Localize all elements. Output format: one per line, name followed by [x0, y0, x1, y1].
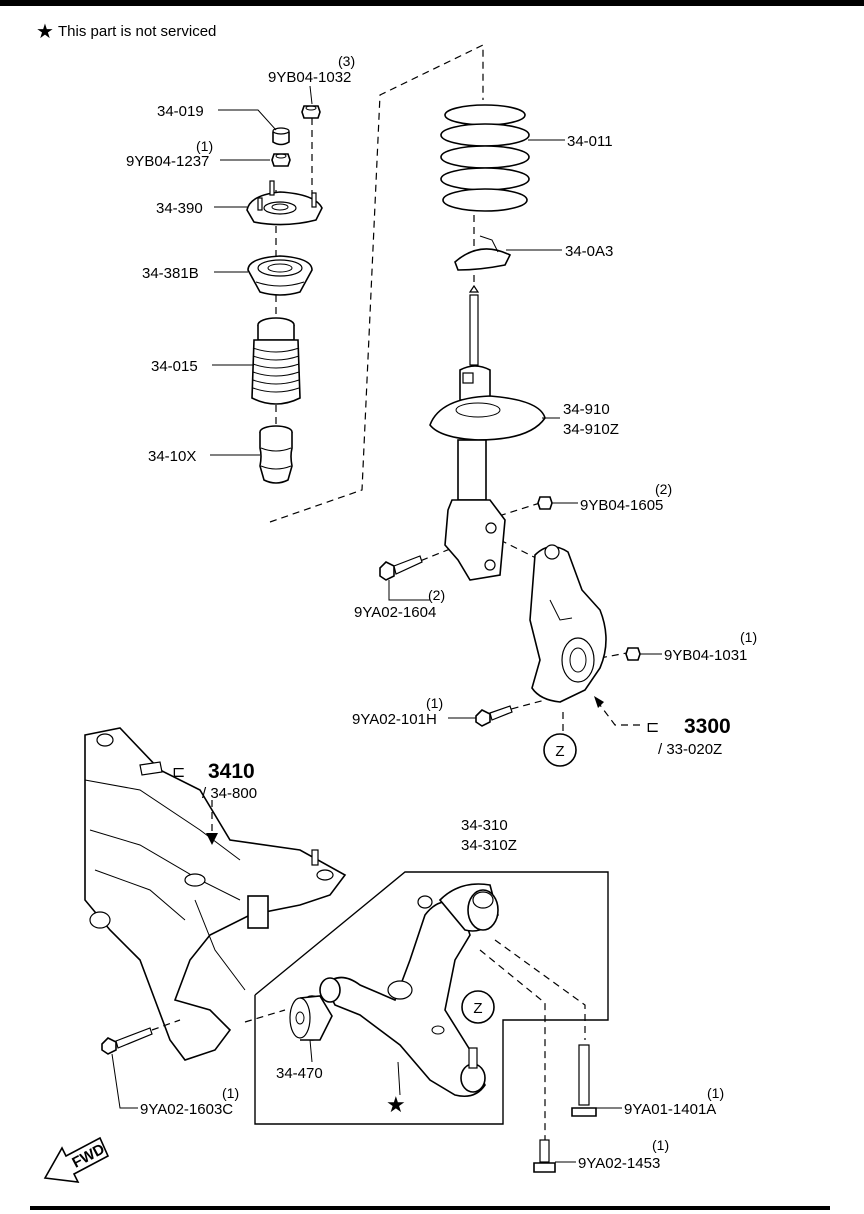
- steering-knuckle: [529, 544, 607, 703]
- lower-arm: [319, 883, 499, 1098]
- mount-bearing: [247, 255, 313, 296]
- label-34-800: / 34-800: [202, 785, 257, 802]
- crossmember-bolt: [101, 1019, 181, 1055]
- label-9YB04-1032: 9YB04-1032: [268, 69, 351, 86]
- long-bolt: [571, 1044, 597, 1117]
- qty-9YB04-1237: (1): [196, 138, 213, 154]
- qty-9YA01-1401A: (1): [707, 1085, 724, 1101]
- label-3300: 3300: [684, 715, 731, 738]
- book-icon-3300: ⊏: [646, 717, 659, 736]
- label-34-10X: 34-10X: [148, 448, 196, 465]
- label-3410: 3410: [208, 760, 255, 783]
- qty-9YA02-1453: (1): [652, 1137, 669, 1153]
- legend-note: This part is not serviced: [58, 23, 216, 40]
- strut-assembly: [429, 284, 546, 581]
- bump-stop: [259, 425, 293, 484]
- qty-9YB04-1032: (3): [338, 53, 355, 69]
- label-9YA01-1401A: 9YA01-1401A: [624, 1101, 716, 1118]
- upper-nut: [301, 105, 321, 119]
- coil-spring: [440, 104, 530, 212]
- dust-boot: [251, 317, 301, 405]
- label-34-470: 34-470: [276, 1065, 323, 1082]
- label-34-0A3: 34-0A3: [565, 243, 613, 260]
- label-34-381B: 34-381B: [142, 265, 199, 282]
- label-34-310: 34-310: [461, 817, 508, 834]
- assembly-lines-lower: [244, 939, 586, 1140]
- qty-9YB04-1605: (2): [655, 481, 672, 497]
- label-34-910Z: 34-910Z: [563, 421, 619, 438]
- knuckle-bolt: [475, 705, 513, 727]
- knuckle-nut: [625, 647, 641, 661]
- svg-text:Z: Z: [555, 743, 564, 760]
- label-9YA02-1603C: 9YA02-1603C: [140, 1101, 233, 1118]
- label-9YB04-1605: 9YB04-1605: [580, 497, 663, 514]
- spring-seat: [454, 235, 512, 271]
- svg-text:Z: Z: [473, 1000, 482, 1017]
- zone-marker-lower: Z: [461, 990, 495, 1024]
- legend: ★ This part is not serviced: [36, 19, 216, 43]
- lower-arm-bushing: [289, 995, 333, 1041]
- callout-labels: 34-019 (3) 9YB04-1032 (1) 9YB04-1237 34-…: [126, 53, 757, 1172]
- leader-lines: [111, 85, 662, 1163]
- fwd-arrow-icon: FWD: [43, 1136, 110, 1183]
- label-34-910: 34-910: [563, 401, 610, 418]
- label-33-020Z: / 33-020Z: [658, 741, 722, 758]
- label-34-390: 34-390: [156, 200, 203, 217]
- qty-9YA02-1604: (2): [428, 587, 445, 603]
- star-icon: ★: [36, 19, 54, 43]
- strut-mount: [246, 180, 323, 226]
- qty-9YA02-1603C: (1): [222, 1085, 239, 1101]
- label-34-019: 34-019: [157, 103, 204, 120]
- strut-bolt: [379, 555, 423, 581]
- label-9YB04-1031: 9YB04-1031: [664, 647, 747, 664]
- label-9YB04-1237: 9YB04-1237: [126, 153, 209, 170]
- label-34-015: 34-015: [151, 358, 198, 375]
- label-34-011: 34-011: [567, 133, 613, 150]
- dust-cap: [272, 127, 290, 146]
- lower-arm-frame: [254, 871, 609, 1125]
- short-bolt: [533, 1139, 556, 1173]
- front-crossmember: [84, 727, 347, 1061]
- not-serviced-star-icon: ★: [386, 1093, 406, 1118]
- bottom-rule: [30, 1206, 830, 1210]
- mount-nut: [271, 153, 291, 167]
- top-rule: [0, 0, 864, 6]
- qty-9YA02-101H: (1): [426, 695, 443, 711]
- label-34-310Z: 34-310Z: [461, 837, 517, 854]
- label-9YA02-1604: 9YA02-1604: [354, 604, 436, 621]
- strut-nut: [537, 496, 553, 510]
- crossmember-pointer: [206, 800, 218, 845]
- book-icon-3410: ⊏: [172, 762, 185, 781]
- knuckle-pointer: [594, 696, 640, 726]
- label-9YA02-1453: 9YA02-1453: [578, 1155, 660, 1172]
- zone-marker-upper: Z: [543, 733, 577, 767]
- qty-9YB04-1031: (1): [740, 629, 757, 645]
- label-9YA02-101H: 9YA02-101H: [352, 711, 437, 728]
